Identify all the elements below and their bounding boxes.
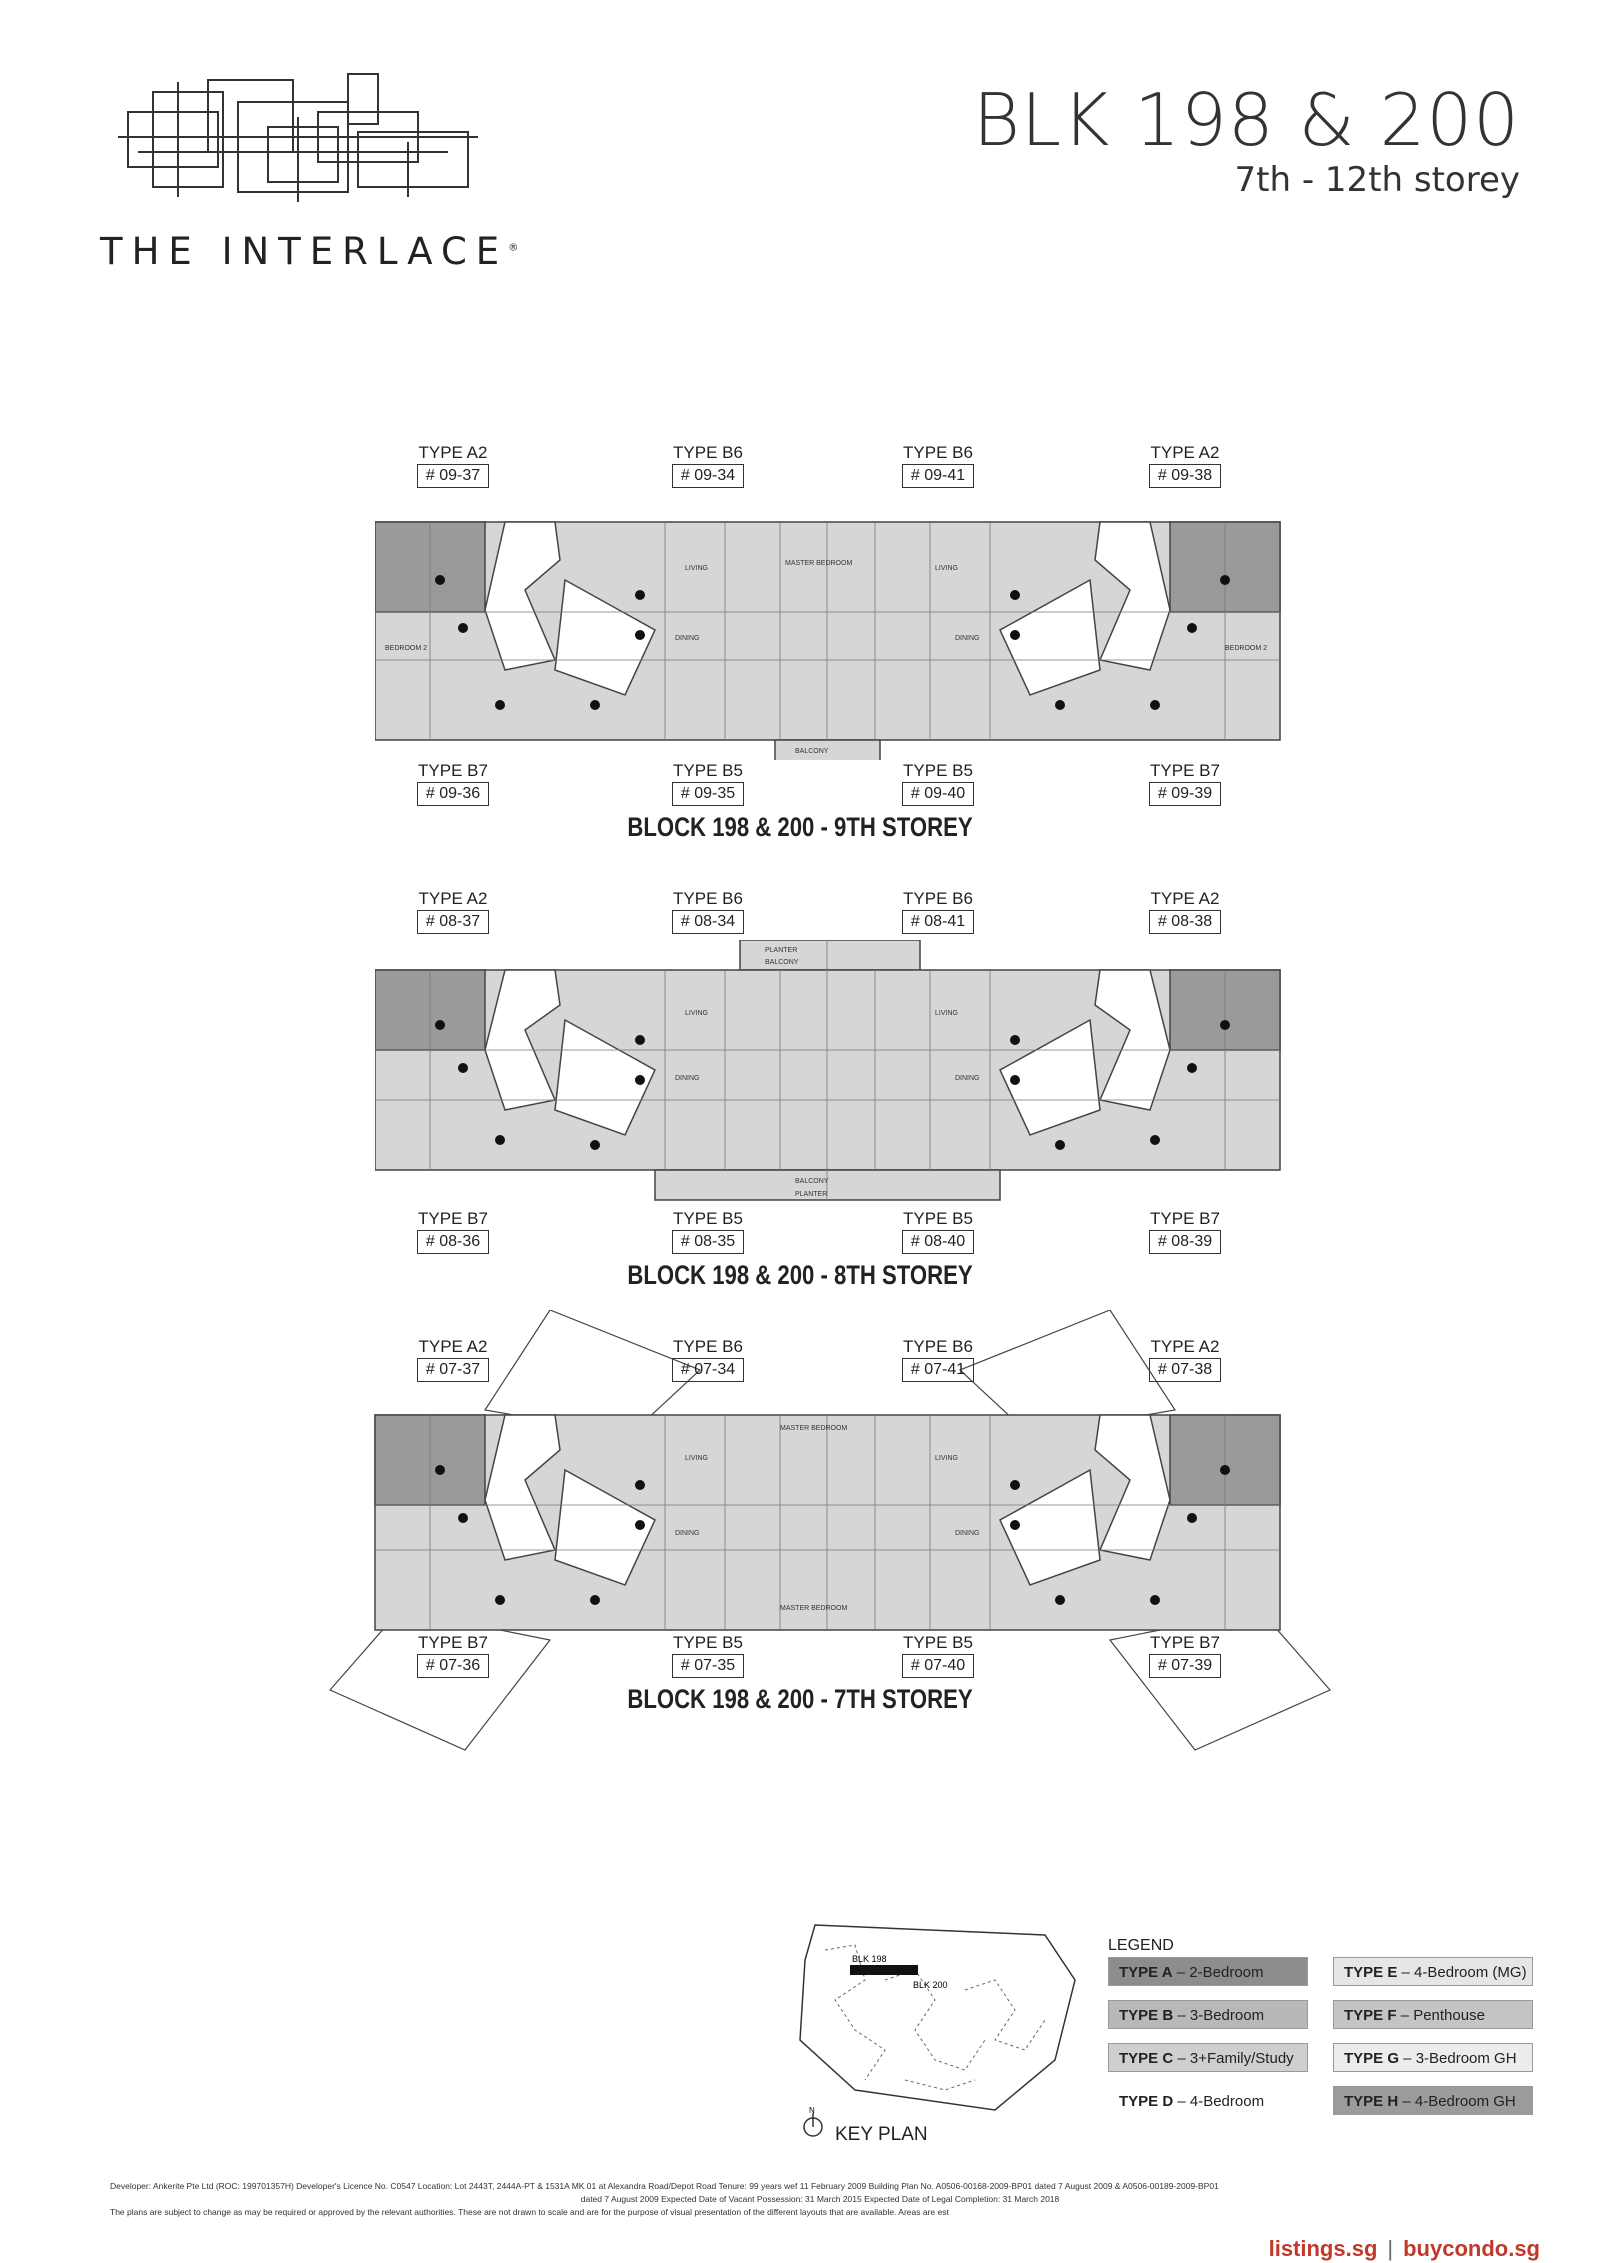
unit-label: TYPE B5# 07-35 bbox=[643, 1632, 773, 1678]
plan-room-label: BALCONY bbox=[795, 748, 829, 755]
unit-label: TYPE A2# 07-38 bbox=[1120, 1336, 1250, 1382]
key-plan-label: KEY PLAN bbox=[835, 2124, 928, 2145]
plan-room-label: BEDROOM 2 bbox=[385, 645, 427, 652]
legend-item-type-h: TYPE H – 4-Bedroom GH bbox=[1333, 2086, 1533, 2115]
floor-plan-7th: LIVING LIVING DINING DINING MASTER BEDRO… bbox=[329, 1310, 1331, 1751]
unit-label: TYPE A2# 07-37 bbox=[388, 1336, 518, 1382]
plan-room-label: MASTER BEDROOM bbox=[785, 560, 852, 567]
legend-item-type-c: TYPE C – 3+Family/Study bbox=[1108, 2043, 1308, 2072]
north-arrow-icon: N bbox=[803, 2106, 823, 2137]
unit-label: TYPE B7# 08-39 bbox=[1120, 1208, 1250, 1254]
plan-room-label: BALCONY bbox=[765, 959, 799, 966]
unit-label: TYPE B5# 08-35 bbox=[643, 1208, 773, 1254]
plan-room-label: LIVING bbox=[685, 1010, 708, 1017]
plan-room-label: DINING bbox=[955, 1075, 980, 1082]
unit-label: TYPE B7# 09-36 bbox=[388, 760, 518, 806]
plan-room-label: DINING bbox=[955, 635, 980, 642]
site-link-listings[interactable]: listings.sg bbox=[1268, 2236, 1378, 2261]
plan-room-label: LIVING bbox=[685, 565, 708, 572]
unit-label: TYPE B7# 07-39 bbox=[1120, 1632, 1250, 1678]
footer-disclaimer: Developer: Ankerite Pte Ltd (ROC: 199701… bbox=[110, 2180, 1530, 2219]
legend-item-type-b: TYPE B – 3-Bedroom bbox=[1108, 2000, 1308, 2029]
unit-label: TYPE B6# 07-34 bbox=[643, 1336, 773, 1382]
floor-plan-8th: PLANTER BALCONY LIVING LIVING DINING DIN… bbox=[375, 940, 1281, 1201]
footer-line: dated 7 August 2009 Expected Date of Vac… bbox=[580, 2194, 1060, 2204]
legend-item-type-d: TYPE D – 4-Bedroom bbox=[1108, 2086, 1308, 2115]
plan-room-label: DINING bbox=[675, 1530, 700, 1537]
plan-room-label: PLANTER bbox=[795, 1191, 827, 1198]
unit-label: TYPE B5# 09-35 bbox=[643, 760, 773, 806]
unit-label: TYPE B5# 07-40 bbox=[873, 1632, 1003, 1678]
unit-label: TYPE A2# 08-38 bbox=[1120, 888, 1250, 934]
watermark-sites: listings.sg|buycondo.sg bbox=[1268, 2236, 1540, 2261]
plan-room-label: BEDROOM 2 bbox=[1225, 645, 1267, 652]
unit-label: TYPE B6# 07-41 bbox=[873, 1336, 1003, 1382]
unit-label: TYPE A2# 09-38 bbox=[1120, 442, 1250, 488]
blk-198-marker bbox=[850, 1965, 918, 1975]
floor-plan-9th: LIVING LIVING MASTER BEDROOM DINING DINI… bbox=[375, 521, 1281, 760]
plan-room-label: MASTER BEDROOM bbox=[780, 1425, 847, 1432]
blk-198-label: BLK 198 bbox=[852, 1954, 887, 1964]
legend-title: LEGEND bbox=[1108, 1937, 1174, 1954]
unit-label: TYPE B7# 08-36 bbox=[388, 1208, 518, 1254]
unit-label: TYPE B7# 09-39 bbox=[1120, 760, 1250, 806]
page-title: BLK 198 & 200 bbox=[972, 78, 1520, 162]
floor-caption: BLOCK 198 & 200 - 7TH STOREY bbox=[627, 1684, 973, 1714]
plan-room-label: LIVING bbox=[685, 1455, 708, 1462]
site-link-buycondo[interactable]: buycondo.sg bbox=[1403, 2236, 1540, 2261]
unit-label: TYPE B6# 09-41 bbox=[873, 442, 1003, 488]
unit-label: TYPE B6# 08-34 bbox=[643, 888, 773, 934]
legend-item-type-a: TYPE A – 2-Bedroom bbox=[1108, 1957, 1308, 1986]
unit-label: TYPE B5# 08-40 bbox=[873, 1208, 1003, 1254]
footer-line: The plans are subject to change as may b… bbox=[110, 2207, 949, 2217]
floor-caption: BLOCK 198 & 200 - 8TH STOREY bbox=[627, 1260, 973, 1290]
unit-label: TYPE A2# 09-37 bbox=[388, 442, 518, 488]
unit-label: TYPE B6# 09-34 bbox=[643, 442, 773, 488]
legend-item-type-f: TYPE F – Penthouse bbox=[1333, 2000, 1533, 2029]
unit-label: TYPE B5# 09-40 bbox=[873, 760, 1003, 806]
plan-room-label: LIVING bbox=[935, 565, 958, 572]
plan-room-label: BALCONY bbox=[795, 1178, 829, 1185]
legend-item-type-e: TYPE E – 4-Bedroom (MG) bbox=[1333, 1957, 1533, 1986]
plan-room-label: PLANTER bbox=[765, 947, 797, 954]
plan-room-label: DINING bbox=[675, 1075, 700, 1082]
footer-line: Developer: Ankerite Pte Ltd (ROC: 199701… bbox=[110, 2181, 1219, 2191]
unit-label: TYPE B6# 08-41 bbox=[873, 888, 1003, 934]
plan-room-label: DINING bbox=[955, 1530, 980, 1537]
svg-text:N: N bbox=[809, 2106, 815, 2115]
unit-label: TYPE A2# 08-37 bbox=[388, 888, 518, 934]
plan-room-label: DINING bbox=[675, 635, 700, 642]
key-plan-map: BLK 198 BLK 200 bbox=[799, 1924, 1076, 2111]
page-subtitle: 7th - 12th storey bbox=[1234, 160, 1520, 200]
interlace-logo bbox=[118, 73, 478, 202]
plan-room-label: MASTER BEDROOM bbox=[780, 1605, 847, 1612]
floor-caption: BLOCK 198 & 200 - 9TH STOREY bbox=[627, 812, 973, 842]
plan-room-label: LIVING bbox=[935, 1010, 958, 1017]
unit-label: TYPE B7# 07-36 bbox=[388, 1632, 518, 1678]
plan-room-label: LIVING bbox=[935, 1455, 958, 1462]
blk-200-label: BLK 200 bbox=[913, 1980, 948, 1990]
registered-mark: ® bbox=[508, 242, 519, 254]
legend-item-type-g: TYPE G – 3-Bedroom GH bbox=[1333, 2043, 1533, 2072]
brand-name: THE INTERLACE® bbox=[100, 230, 519, 273]
